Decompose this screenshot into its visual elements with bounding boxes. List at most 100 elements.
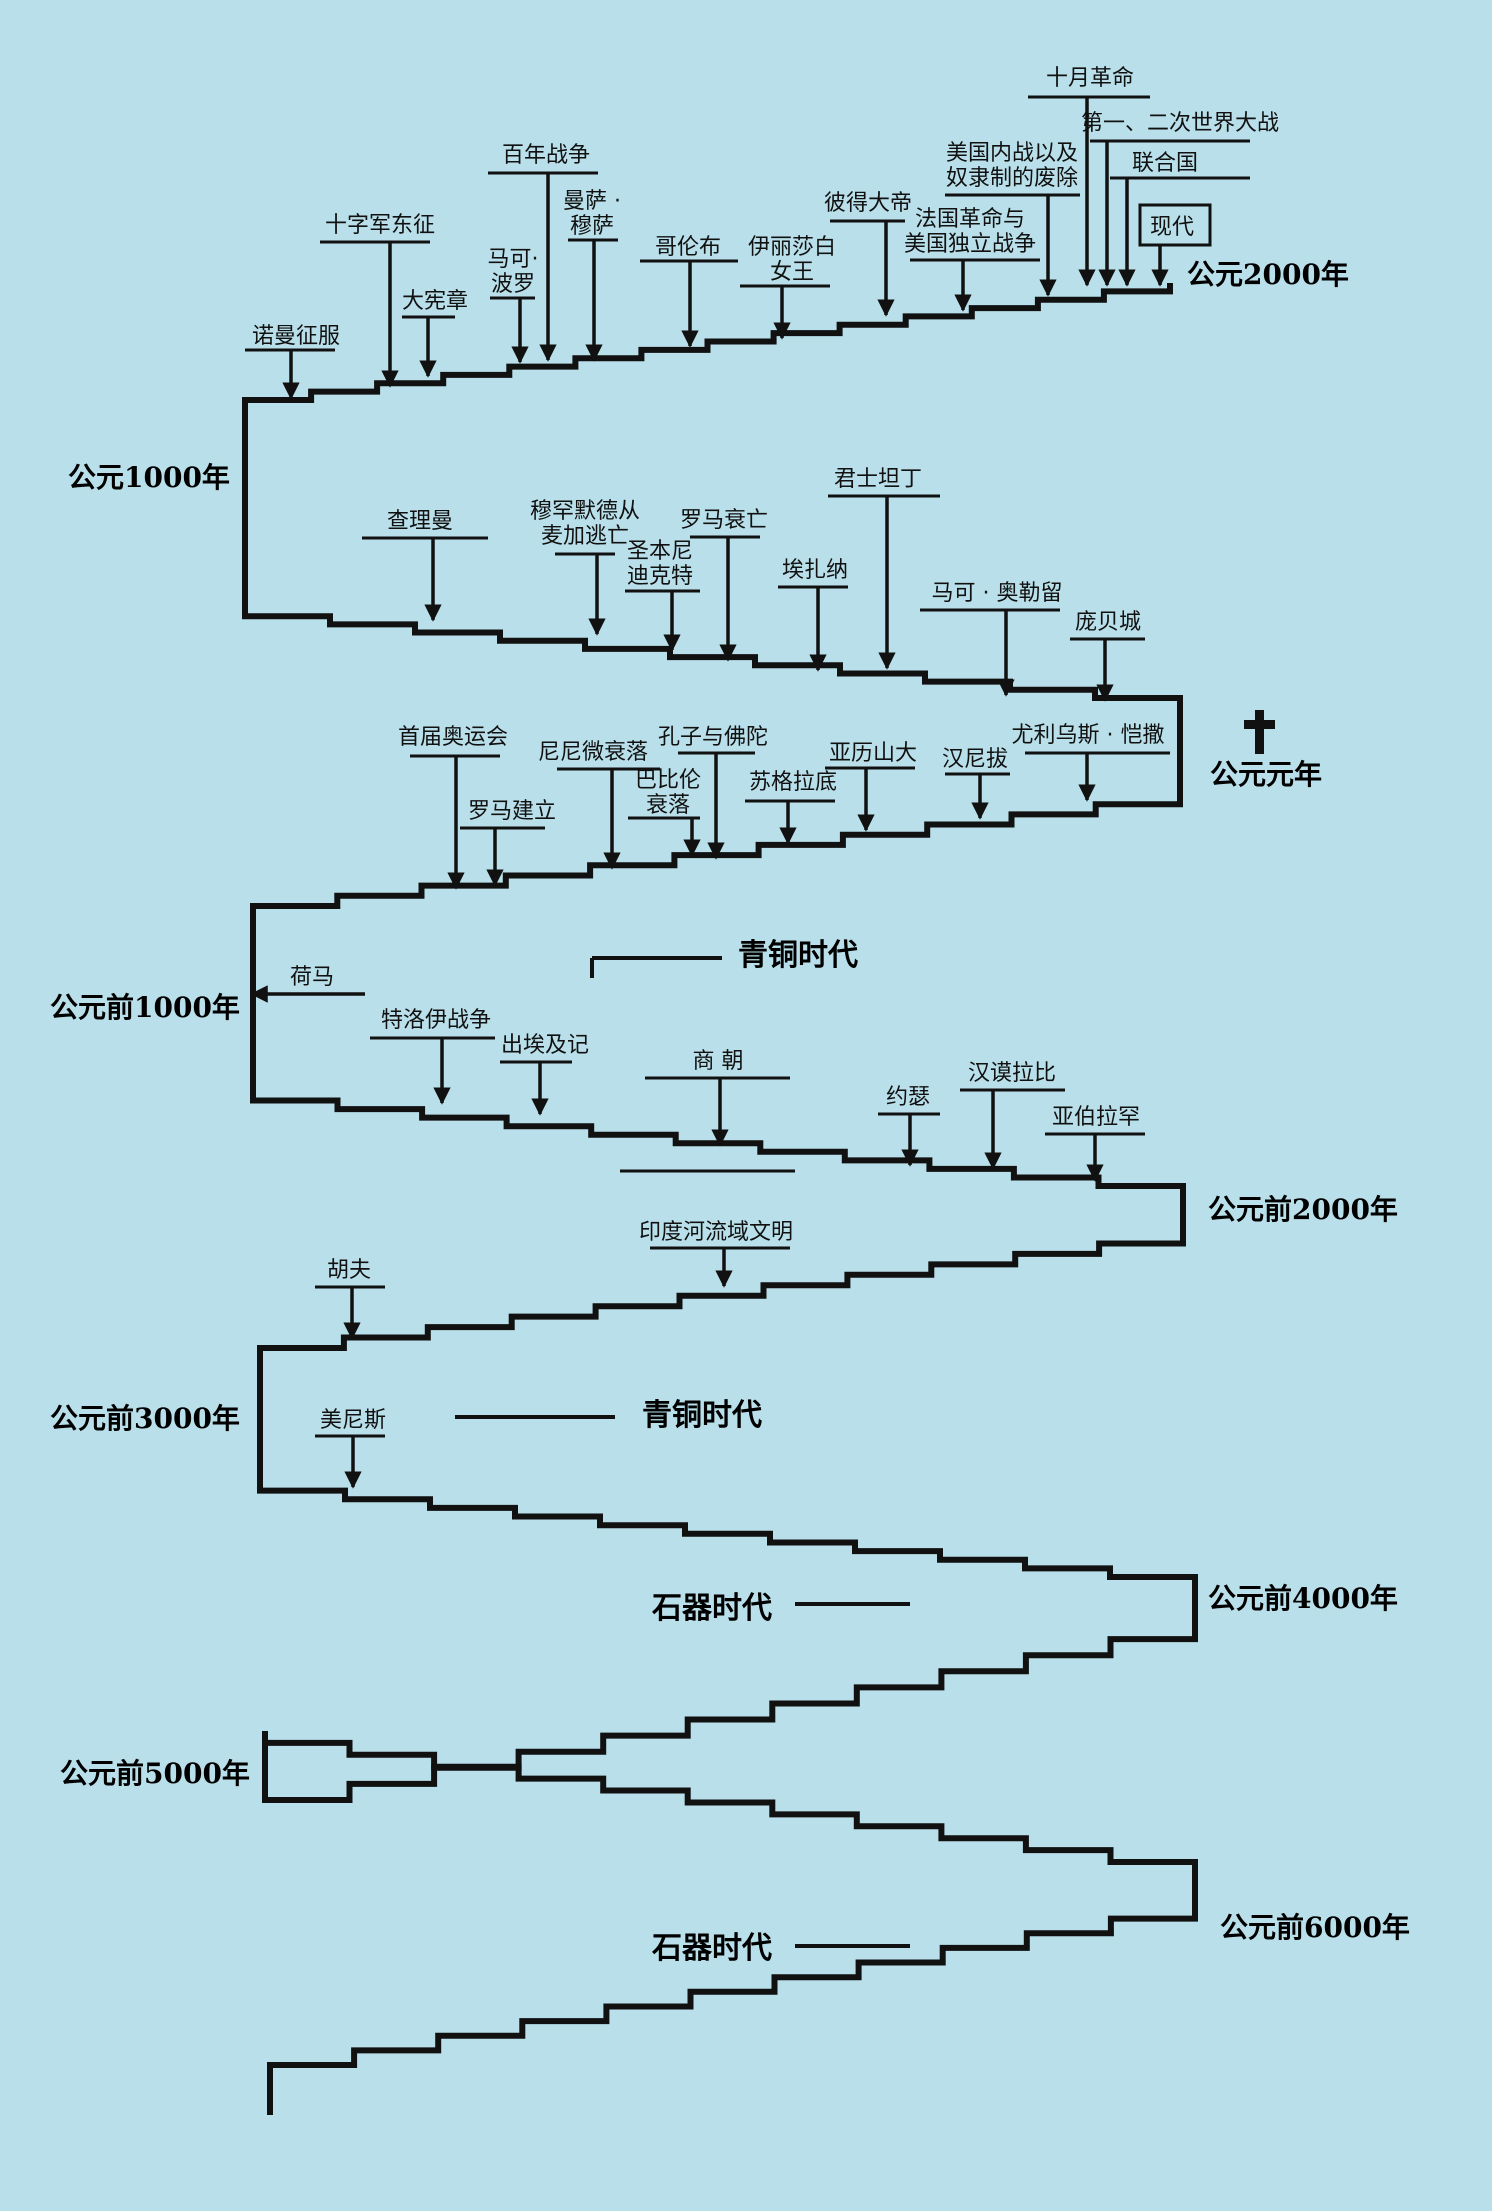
event-exodus: 出埃及记 — [500, 1033, 589, 1116]
event-label-world-wars: 第一、二次世界大战 — [1081, 111, 1279, 136]
event-world-wars: 第一、二次世界大战 — [1081, 111, 1279, 287]
cross-icon — [1244, 710, 1275, 754]
event-fall-of-rome: 罗马衰亡 — [680, 508, 768, 662]
event-alexander: 亚历山大 — [825, 741, 917, 832]
event-label-menes: 美尼斯 — [320, 1408, 386, 1433]
event-aksum: 埃扎纳 — [778, 558, 848, 672]
event-marco-polo: 马可·波罗 — [488, 247, 539, 364]
event-abraham: 亚伯拉罕 — [1045, 1105, 1145, 1182]
event-label-peter-the-great: 彼得大帝 — [824, 191, 912, 216]
event-label-us-civil-war: 美国内战以及 — [946, 141, 1078, 166]
event-marcus-aurelius: 马可 · 奥勒留 — [920, 581, 1062, 697]
era-label-bc5000: 公元前5000年 — [60, 1757, 250, 1790]
event-label-trojan-war: 特洛伊战争 — [381, 1008, 491, 1033]
event-label-magna-carta: 大宪章 — [402, 289, 468, 314]
event-october-revolution: 十月革命 — [1028, 66, 1150, 287]
event-hundred-years-war: 百年战争 — [488, 143, 598, 362]
event-columbus: 哥伦布 — [640, 235, 738, 348]
era-labels: 公元2000年 公元1000年 公元元年 公元前1000年 公元前2000年 公… — [50, 258, 1410, 1944]
period-labels: 青铜时代 青铜时代 石器时代 石器时代 — [455, 938, 910, 1966]
event-peter-the-great: 彼得大帝 — [824, 191, 912, 317]
event-magna-carta: 大宪章 — [402, 289, 468, 378]
event-label-muhammad: 麦加逃亡 — [541, 524, 629, 549]
period-label-bronze-1: 青铜时代 — [738, 938, 858, 973]
staircase-segment-1 — [267, 1904, 1198, 2115]
era-label-bc2000: 公元前2000年 — [1208, 1193, 1398, 1226]
event-label-fall-of-babylon: 巴比伦 — [635, 768, 701, 793]
event-menes: 美尼斯 — [315, 1408, 386, 1489]
event-socrates: 苏格拉底 — [745, 770, 837, 845]
event-crusades: 十字军东征 — [320, 213, 435, 388]
staircase-segment-4 — [257, 1482, 1198, 1623]
period-label-bronze-2: 青铜时代 — [642, 1398, 762, 1433]
event-label-columbus: 哥伦布 — [655, 235, 721, 260]
period-label-stone-1: 石器时代 — [651, 1591, 772, 1626]
event-label-modern: 现代 — [1150, 215, 1194, 240]
event-charlemagne: 查理曼 — [362, 509, 488, 622]
event-hammurabi: 汉谟拉比 — [960, 1061, 1065, 1170]
event-label-saint-benedict: 迪克特 — [627, 564, 693, 589]
event-label-alexander: 亚历山大 — [829, 741, 917, 766]
staircase-segment-8 — [242, 608, 1183, 794]
event-label-aksum: 埃扎纳 — [782, 558, 848, 583]
event-label-fall-of-babylon: 衰落 — [646, 793, 690, 818]
event-label-charlemagne: 查理曼 — [387, 509, 453, 534]
event-label-joseph: 约瑟 — [886, 1085, 930, 1110]
staircase-segment-6 — [250, 1092, 1186, 1233]
event-founding-of-rome: 罗马建立 — [460, 799, 556, 887]
event-khufu: 胡夫 — [315, 1258, 385, 1340]
event-label-mansa-musa: 曼萨 · — [563, 189, 621, 214]
event-united-nations: 联合国 — [1110, 151, 1250, 287]
event-label-shang-dynasty: 商 朝 — [693, 1049, 744, 1074]
event-label-hannibal: 汉尼拔 — [942, 747, 1008, 772]
event-label-hundred-years-war: 百年战争 — [502, 143, 590, 168]
event-label-french-revolution: 美国独立战争 — [904, 232, 1036, 257]
event-label-elizabeth: 女王 — [770, 260, 814, 285]
event-joseph: 约瑟 — [878, 1085, 940, 1167]
event-label-muhammad: 穆罕默德从 — [530, 499, 640, 524]
event-label-french-revolution: 法国革命与 — [915, 207, 1025, 232]
event-modern: 现代 — [1138, 203, 1212, 287]
event-constantine: 君士坦丁 — [828, 467, 940, 670]
staircase-segment-3 — [262, 1623, 1198, 1803]
period-label-stone-2: 石器时代 — [651, 1931, 772, 1966]
event-shang-dynasty: 商 朝 — [645, 1049, 790, 1147]
event-label-julius-caesar: 尤利乌斯 · 恺撒 — [1012, 723, 1165, 748]
event-label-united-nations: 联合国 — [1132, 151, 1198, 176]
event-homer: 荷马 — [250, 965, 365, 1003]
event-label-abraham: 亚伯拉罕 — [1052, 1105, 1140, 1130]
event-julius-caesar: 尤利乌斯 · 恺撒 — [1012, 723, 1170, 802]
staircase-segment-9 — [242, 283, 1173, 608]
staircase-segment-5 — [257, 1233, 1186, 1482]
era-label-bc1000: 公元前1000年 — [50, 991, 240, 1024]
event-label-elizabeth: 伊丽莎白 — [748, 235, 836, 260]
event-label-marco-polo: 马可· — [488, 247, 539, 272]
event-label-crusades: 十字军东征 — [325, 213, 435, 238]
event-label-confucius-buddha: 孔子与佛陀 — [658, 725, 768, 750]
event-label-constantine: 君士坦丁 — [834, 467, 922, 492]
event-label-october-revolution: 十月革命 — [1046, 66, 1134, 91]
event-label-fall-of-nineveh: 尼尼微衰落 — [538, 740, 648, 765]
event-label-hammurabi: 汉谟拉比 — [968, 1061, 1056, 1086]
event-trojan-war: 特洛伊战争 — [370, 1008, 495, 1105]
event-label-exodus: 出埃及记 — [501, 1033, 589, 1058]
timeline-staircase — [242, 283, 1198, 2115]
event-first-olympics: 首届奥运会 — [398, 725, 508, 890]
event-label-pompeii: 庞贝城 — [1075, 610, 1141, 635]
era-label-ad1: 公元元年 — [1210, 758, 1322, 791]
event-confucius-buddha: 孔子与佛陀 — [658, 725, 768, 860]
event-pompeii: 庞贝城 — [1070, 610, 1145, 702]
event-box-modern — [1138, 203, 1212, 247]
event-label-saint-benedict: 圣本尼 — [627, 539, 693, 564]
event-label-founding-of-rome: 罗马建立 — [468, 799, 556, 824]
event-label-us-civil-war: 奴隶制的废除 — [946, 166, 1078, 191]
event-label-fall-of-rome: 罗马衰亡 — [680, 508, 768, 533]
event-label-mansa-musa: 穆萨 — [570, 214, 614, 239]
event-mansa-musa: 曼萨 ·穆萨 — [563, 189, 621, 362]
